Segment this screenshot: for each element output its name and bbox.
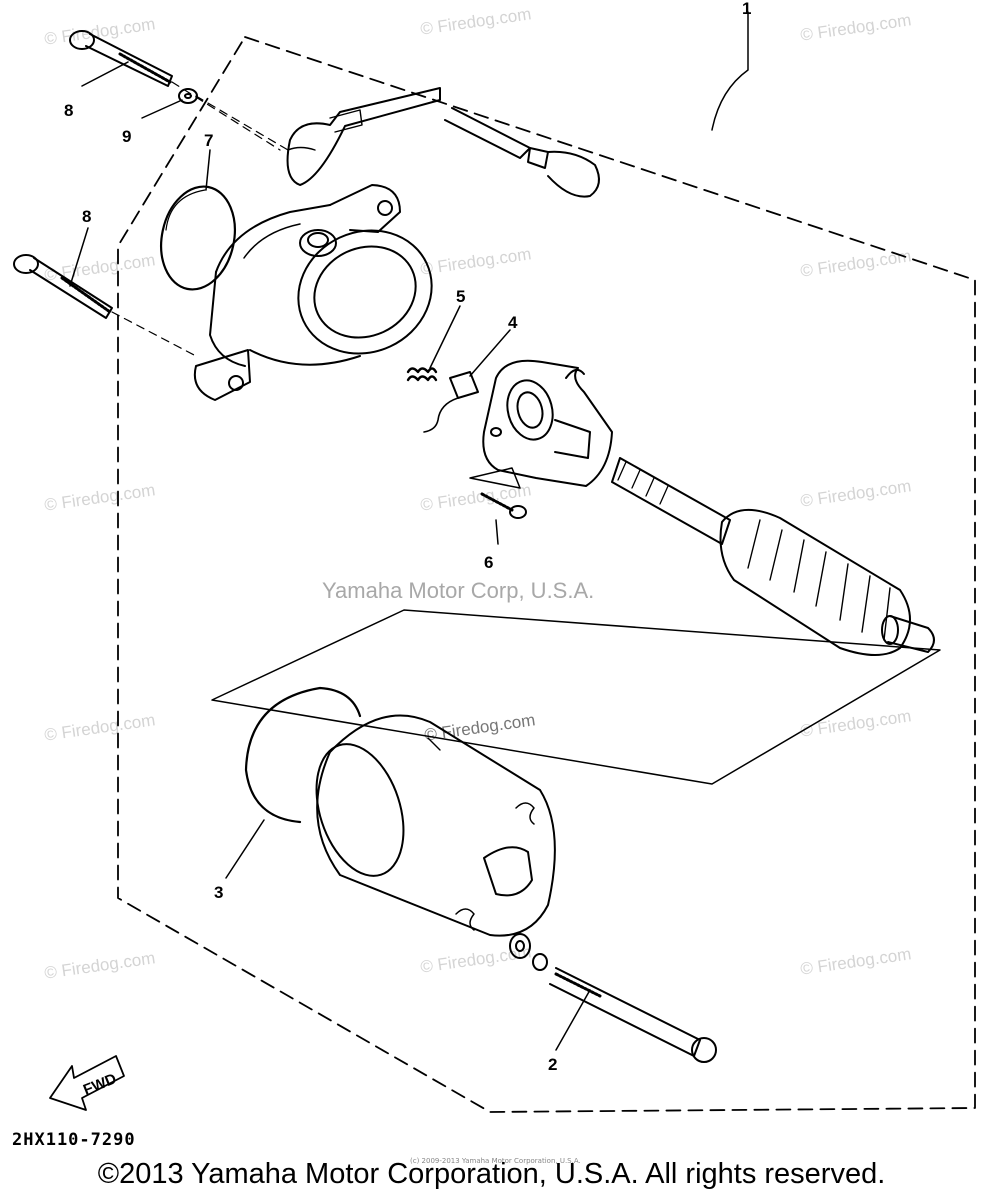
armature — [611, 457, 935, 656]
leader-line — [225, 819, 265, 879]
alignment-line — [171, 81, 281, 151]
lead-wire — [286, 87, 600, 198]
fwd-arrow: FWD — [49, 1055, 125, 1111]
callout-bolt-upper: 8 — [64, 101, 73, 120]
leader-line — [69, 227, 89, 287]
brush-holder — [469, 359, 613, 489]
leader-line — [555, 989, 591, 1051]
front-cover — [193, 184, 433, 401]
small-notice: (c) 2009-2013 Yamaha Motor Corporation, … — [410, 1157, 581, 1165]
leader-line — [81, 61, 129, 87]
callout-bolt-end: 2 — [548, 1055, 557, 1074]
yoke — [315, 714, 556, 937]
callout-spring: 5 — [456, 287, 465, 306]
bolt-upper — [69, 30, 173, 87]
leader-line — [711, 11, 749, 131]
brush-spring — [406, 367, 438, 382]
copyright-notice: ©2013 Yamaha Motor Corporation, U.S.A. A… — [97, 1158, 886, 1190]
callout-assembly: 1 — [742, 0, 751, 18]
o-ring-top-highlight — [165, 189, 206, 231]
o-ring — [244, 686, 362, 824]
assembly-boundary — [117, 36, 976, 1113]
leader-line — [495, 519, 499, 545]
bolt-lower — [13, 254, 113, 319]
leader-line — [469, 329, 511, 377]
alignment-line — [195, 95, 289, 151]
alignment-line — [111, 311, 197, 357]
callout-washer: 9 — [122, 127, 131, 146]
callout-bolt-lower: 8 — [82, 207, 91, 226]
leader-line — [205, 149, 211, 191]
brush — [423, 371, 479, 433]
fwd-label: FWD — [81, 1070, 119, 1099]
armature-group-outline — [211, 609, 941, 785]
o-ring-top — [160, 185, 236, 291]
callout-o-ring: 3 — [214, 883, 223, 902]
bolt-end — [509, 933, 717, 1063]
callout-o-ring-top: 7 — [204, 131, 213, 150]
callout-brush: 4 — [508, 313, 518, 332]
leader-line — [429, 305, 461, 369]
screw — [480, 492, 527, 519]
leader-line — [141, 99, 183, 119]
center-watermark: Yamaha Motor Corp, U.S.A. — [322, 578, 595, 603]
diagram-code: 2HX110-7290 — [12, 1130, 136, 1150]
callout-screw: 6 — [484, 553, 493, 572]
